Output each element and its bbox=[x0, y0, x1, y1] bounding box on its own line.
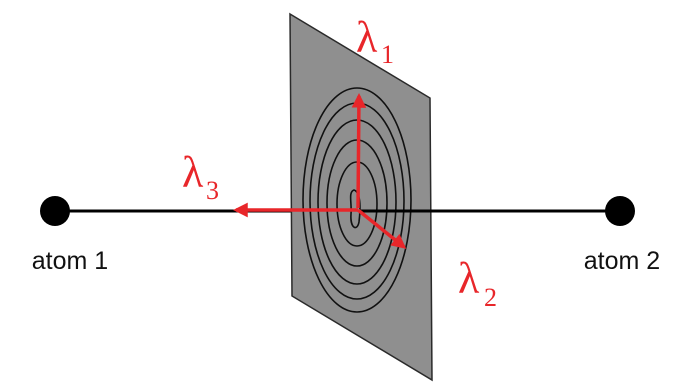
lambda-1-symbol: λ bbox=[356, 13, 378, 62]
lambda-2-label: λ 2 bbox=[458, 254, 497, 312]
lambda-1-subscript: 1 bbox=[381, 40, 394, 69]
lambda-3-label: λ 3 bbox=[182, 148, 219, 205]
lambda-3-symbol: λ bbox=[182, 148, 204, 197]
lambda-2-arrow bbox=[356, 208, 407, 249]
atom-2-label: atom 2 bbox=[584, 247, 660, 275]
atom-1-nucleus bbox=[40, 196, 70, 226]
lambda-3-subscript: 3 bbox=[206, 176, 219, 205]
contour-ring bbox=[317, 119, 397, 285]
atom-1-label: atom 1 bbox=[32, 247, 108, 275]
lambda-1-label: λ 1 bbox=[356, 13, 394, 69]
interatomic-surface-plane bbox=[289, 12, 433, 382]
atom-2-nucleus bbox=[605, 196, 635, 226]
lambda-2-symbol: λ bbox=[458, 254, 480, 303]
lambda-2-subscript: 2 bbox=[484, 283, 497, 312]
lambda-1-arrow bbox=[351, 93, 367, 209]
contour-ring bbox=[302, 87, 412, 313]
